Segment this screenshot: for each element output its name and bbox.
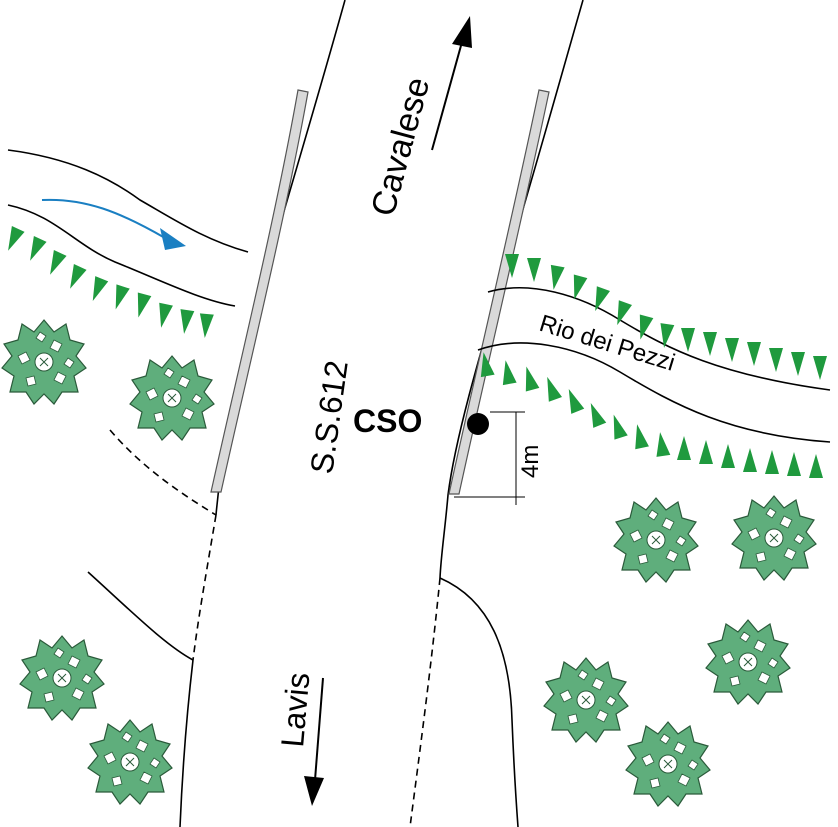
side-road-west	[87, 571, 194, 661]
stream-west	[7, 149, 249, 307]
direction-arrow-icon	[304, 677, 324, 806]
tree-icon	[19, 635, 105, 721]
track-dashed	[109, 429, 217, 516]
tree-icon	[87, 719, 173, 805]
tree-icon	[613, 497, 699, 583]
trees	[1, 319, 817, 807]
distance-marker	[454, 411, 525, 505]
flow-arrow-head	[160, 228, 186, 250]
road-west-edge-dashed	[192, 514, 217, 661]
stream-west-north-bank	[7, 149, 249, 253]
flow-arrow-icon	[41, 198, 166, 239]
road-east-edge-dashed	[409, 577, 441, 827]
tree-icon	[731, 495, 817, 581]
road-west-edge-lower	[179, 659, 194, 827]
label-cso: CSO	[353, 403, 422, 439]
guardrail-west	[210, 89, 309, 493]
vegetation-west	[1, 225, 214, 339]
label-road-name: S.S.612	[303, 358, 354, 476]
label-lavis: Lavis	[274, 671, 316, 749]
stream-rio-dei-pezzi	[477, 286, 831, 443]
tree-icon	[129, 355, 215, 441]
side-road-east	[439, 577, 519, 827]
stream-west-south-bank	[7, 204, 236, 307]
cso-point-icon	[467, 413, 489, 435]
label-cavalese: Cavalese	[364, 73, 437, 220]
tree-icon	[543, 657, 629, 743]
road-east-edge	[439, 0, 584, 579]
label-distance: 4m	[517, 445, 544, 478]
label-stream: Rio dei Pezzi	[536, 310, 678, 377]
side-paths	[87, 429, 519, 827]
direction-arrow-icon	[431, 16, 472, 151]
tree-icon	[705, 619, 791, 705]
stream-east-south-bank	[477, 342, 831, 443]
tree-icon	[625, 721, 711, 807]
tree-icon	[1, 319, 87, 405]
stream-east-north-bank	[487, 286, 831, 391]
guardrail-east	[448, 89, 550, 495]
